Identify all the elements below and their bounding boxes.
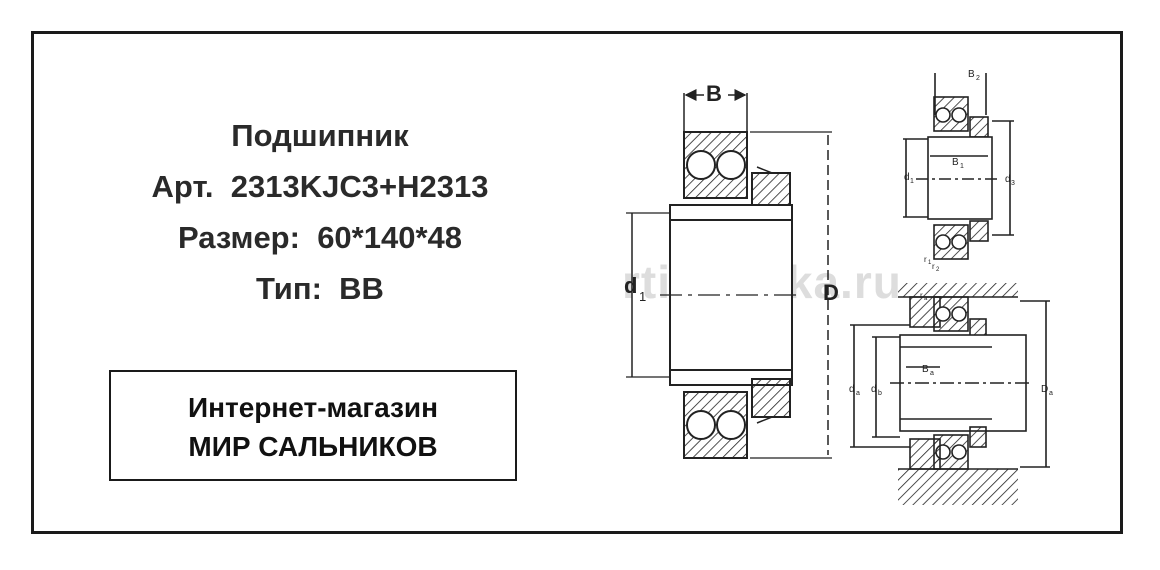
label-d3: d — [1005, 174, 1011, 185]
size-label: Размер: — [177, 220, 300, 255]
label-ra: r — [920, 291, 923, 300]
label-r2: r — [932, 262, 935, 271]
label-small-d1: d — [904, 172, 910, 183]
label-B1-sub: 1 — [960, 163, 964, 170]
label-d1-sub: 1 — [639, 289, 646, 304]
type-label: Тип: — [256, 271, 322, 306]
label-r1-sub: 1 — [928, 260, 932, 266]
small-top-bearing — [903, 73, 1014, 260]
label-B1: B — [952, 157, 959, 168]
product-title: Подшипник — [231, 118, 409, 153]
shop-line-1: Интернет-магазин — [187, 392, 439, 423]
label-d3-sub: 3 — [1011, 180, 1015, 187]
bearing-drawing: B d 1 D B 2 B 1 d 1 d 3 r 1 r 2 — [624, 69, 1053, 505]
label-Da: D — [1041, 384, 1048, 395]
main-bearing — [626, 89, 832, 459]
label-r2-sub: 2 — [936, 267, 940, 273]
shop-line-2: МИР САЛЬНИКОВ — [188, 431, 438, 462]
label-Da-sub: a — [1049, 390, 1053, 397]
label-da: d — [849, 384, 855, 395]
label-D: D — [823, 280, 839, 305]
label-Ba: B — [922, 364, 929, 375]
size-value: 60*140*48 — [317, 220, 463, 255]
label-B2-sub: 2 — [976, 75, 980, 82]
label-Ba-sub: a — [930, 370, 934, 377]
type-value: BB — [339, 271, 384, 306]
label-da-sub: a — [856, 390, 860, 397]
label-ra-sub: a — [924, 296, 928, 302]
size-line: Размер: 60*140*48 — [100, 222, 540, 253]
article-label: Арт. — [151, 169, 214, 204]
outer-frame — [31, 31, 1123, 534]
article-value: 2313KJC3+H2313 — [230, 169, 489, 204]
label-B2: B — [968, 69, 975, 80]
label-small-d1-sub: 1 — [910, 178, 914, 185]
label-r1: r — [924, 255, 927, 264]
shop-box: Интернет-магазин МИР САЛЬНИКОВ — [109, 370, 517, 481]
type-line: Тип: BB — [100, 273, 540, 304]
label-d1: d — [624, 273, 637, 298]
label-B: B — [706, 81, 722, 106]
article-line: Арт. 2313KJC3+H2313 — [100, 171, 540, 202]
label-db: d — [871, 384, 877, 395]
small-bottom-mounting — [850, 283, 1050, 505]
label-db-sub: b — [878, 390, 882, 397]
